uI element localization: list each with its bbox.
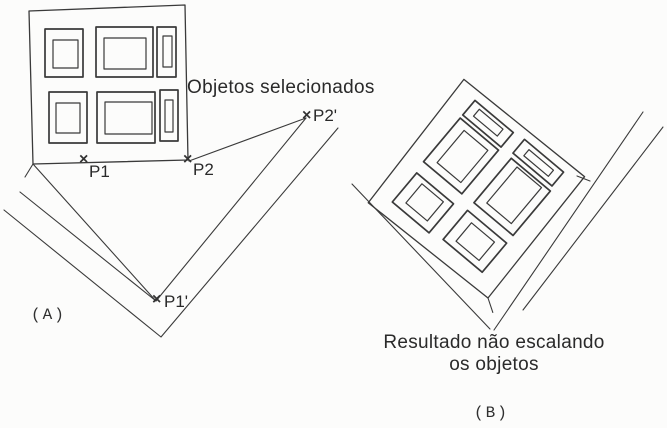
line-corner-to-p1prime bbox=[32, 163, 157, 302]
floor-plan-result bbox=[360, 76, 599, 314]
caption-b: (B) bbox=[474, 404, 509, 422]
result-label-line1: Resultado não escalando bbox=[383, 332, 605, 353]
wall-left-line bbox=[351, 183, 491, 330]
p1-label: P1 bbox=[89, 162, 110, 181]
cross-marker-p1: × bbox=[79, 151, 89, 168]
wall-inner-line bbox=[19, 117, 307, 302]
cross-marker-p2: × bbox=[183, 151, 193, 168]
wall-outer-line bbox=[3, 127, 339, 338]
cross-marker-p2-prime: × bbox=[302, 107, 312, 124]
caption-a: (A) bbox=[31, 306, 66, 324]
alignment-lines bbox=[32, 117, 307, 302]
wall-outer-right-line bbox=[522, 126, 664, 311]
selection-label: Objetos selecionados bbox=[187, 77, 375, 98]
floor-plan-original bbox=[24, 4, 189, 178]
p2-prime-label: P2' bbox=[313, 106, 338, 125]
result-label-line2: os objetos bbox=[449, 354, 539, 376]
cross-marker-p1-prime: × bbox=[152, 291, 162, 308]
result-label: Resultado não escalando os objetos bbox=[358, 332, 630, 377]
wall-corner-b bbox=[351, 111, 664, 331]
line-p2-to-p2prime bbox=[188, 117, 307, 162]
wall-connector-stroke bbox=[576, 175, 591, 182]
wall-inner-right-line bbox=[493, 111, 644, 331]
p2-label: P2 bbox=[193, 160, 214, 179]
p1-prime-label: P1' bbox=[164, 292, 189, 311]
